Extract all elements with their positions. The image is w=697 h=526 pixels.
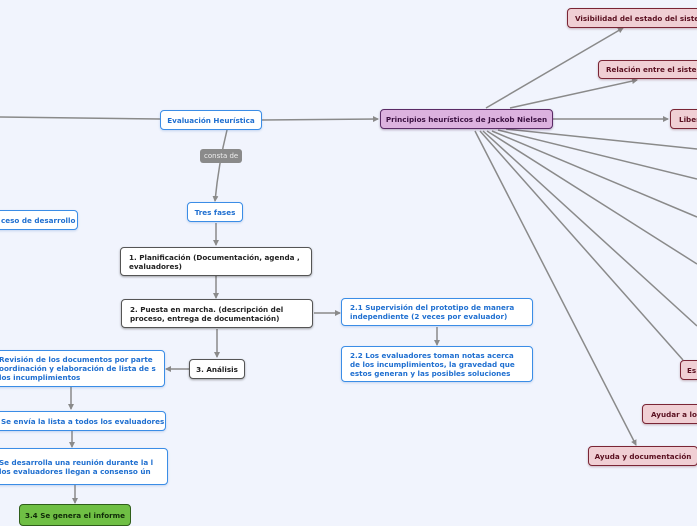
phase-3-1-label: Revisión de los documentos por parte oor… [0, 355, 156, 382]
connector-principle-f [479, 130, 684, 361]
principle-label: Ayuda y documentación [594, 451, 692, 461]
connector-principle-b [497, 129, 697, 180]
connector-main-to-principles [261, 116, 379, 123]
connector-principle-d [486, 130, 697, 265]
principle-label: Relación entre el sistem [606, 65, 697, 74]
connector-principle-c [491, 130, 697, 218]
connector-left-to-main [0, 116, 161, 120]
connector-principle-a [505, 128, 697, 150]
phase-2-2-node[interactable]: 2.2 Los evaluadores toman notas acerca d… [341, 346, 533, 382]
phase-3-4-label: 3.4 Se genera el informe [24, 510, 126, 520]
main-topic-label: Evaluación Heurística [167, 115, 255, 125]
principle-label: Liber [679, 114, 697, 124]
phase-2-1-label: 2.1 Supervisión del prototipo de manera … [350, 303, 515, 321]
principle-node-freedom[interactable]: Liber [670, 109, 697, 129]
connector-principle-2 [509, 78, 638, 109]
phases-node[interactable]: Tres fases [187, 202, 243, 222]
phase-2-1-node[interactable]: 2.1 Supervisión del prototipo de manera … [341, 298, 533, 326]
connector-main-to-phases [212, 129, 228, 202]
principle-label: Visibilidad del estado del sistem [575, 13, 697, 23]
phase-2-label: 2. Puesta en marcha. (descripción del pr… [130, 304, 284, 323]
principle-node-help-users[interactable]: Ayudar a los [642, 404, 697, 424]
connector-principle-e [482, 130, 697, 327]
link-label: consta de [200, 149, 243, 163]
principle-label: Ayudar a los [651, 409, 697, 419]
principles-node[interactable]: Principios heurísticos de Jackob Nielsen [380, 109, 553, 129]
phase-2-node[interactable]: 2. Puesta en marcha. (descripción del pr… [121, 299, 313, 328]
phase-3-4-node[interactable]: 3.4 Se genera el informe [19, 504, 131, 526]
phases-label: Tres fases [194, 207, 236, 217]
principle-node-standards[interactable]: Es [680, 360, 697, 380]
principle-node-relation[interactable]: Relación entre el sistem [598, 60, 697, 79]
principle-label: Es [687, 365, 697, 375]
connector-principle-g [474, 130, 637, 446]
phase-3-3-node[interactable]: Se desarrolla una reunión durante la l l… [0, 448, 168, 485]
phase-1-label: 1. Planificación (Documentación, agenda … [129, 252, 300, 271]
principle-node-visibility[interactable]: Visibilidad del estado del sistem [567, 8, 697, 28]
main-topic-node[interactable]: Evaluación Heurística [160, 110, 262, 130]
left-node[interactable]: ceso de desarrollo [0, 210, 78, 230]
left-node-label: ceso de desarrollo [1, 215, 76, 225]
phase-3-1-node[interactable]: Revisión de los documentos por parte oor… [0, 350, 165, 387]
phase-3-node[interactable]: 3. Análisis [189, 359, 245, 379]
connector-principle-1 [485, 27, 624, 109]
principles-label: Principios heurísticos de Jackob Nielsen [385, 114, 548, 124]
phase-3-2-label: Se envía la lista a todos los evaluadore… [1, 416, 165, 426]
phase-3-3-label: Se desarrolla una reunión durante la l l… [0, 457, 154, 476]
phase-3-label: 3. Análisis [196, 364, 238, 374]
principle-node-help-docs[interactable]: Ayuda y documentación [588, 446, 697, 466]
phase-1-node[interactable]: 1. Planificación (Documentación, agenda … [120, 247, 312, 276]
phase-2-2-label: 2.2 Los evaluadores toman notas acerca d… [350, 350, 515, 378]
phase-3-2-node[interactable]: Se envía la lista a todos los evaluadore… [0, 411, 166, 431]
